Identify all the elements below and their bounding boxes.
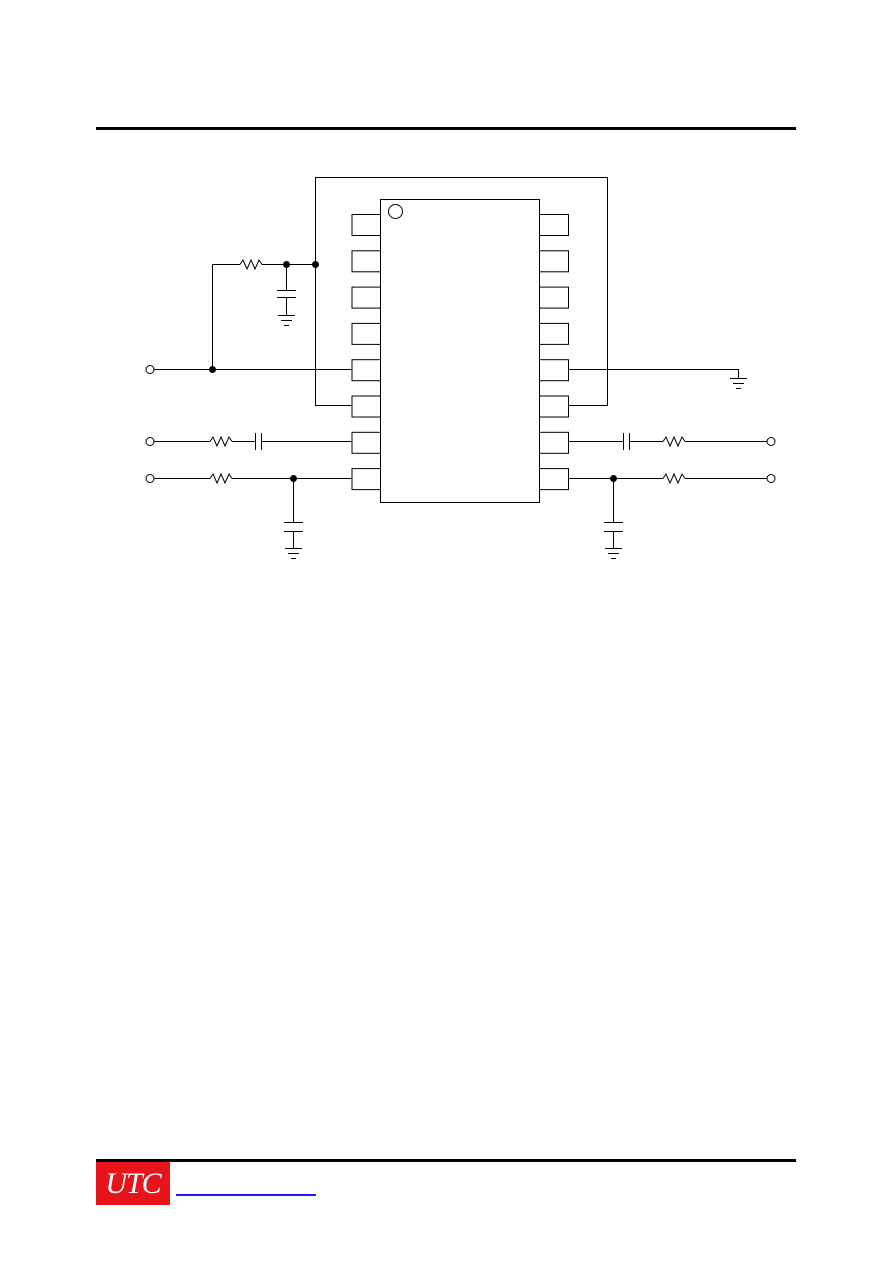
junction-dot [209,366,216,373]
left-pin-1 [351,214,381,236]
left-pin-7 [351,431,381,454]
junction-dot [312,261,319,268]
capacitor-output-2 [604,522,623,532]
utc-logo-text: UTC [105,1166,161,1200]
terminal-output-1 [766,437,776,446]
left-pin-4 [351,322,381,345]
right-pin-3 [539,286,569,309]
ground-symbol-rc [278,315,295,326]
resistor-input-2 [209,435,233,448]
right-pin-4 [539,322,569,345]
footer-rule [96,1159,796,1162]
ground-wire [569,369,739,378]
right-pin-1 [539,214,569,236]
header-rule [96,127,796,130]
utc-logo: UTC [96,1162,170,1205]
ic-body [380,199,540,503]
junction-dot [610,475,617,482]
left-pin-2 [351,250,381,273]
right-pin-2 [539,250,569,273]
pin1-marker-circle [388,204,403,219]
right-pin-8 [539,468,569,491]
terminal-input-2 [145,437,155,446]
website-link[interactable] [176,1194,316,1196]
right-pin-7 [539,431,569,454]
terminal-input-1 [145,365,155,374]
junction-dot [290,475,297,482]
resistor-rc [239,258,263,271]
capacitor-rc [277,290,296,298]
left-pin-3 [351,286,381,309]
ground-symbol-right [730,378,747,389]
resistor-output-2 [662,472,686,485]
capacitor-input-3 [284,522,303,532]
resistor-input-3 [209,472,233,485]
capacitor-output-1 [623,433,630,450]
left-pin-5 [351,359,381,382]
ic-right-pins [539,214,569,491]
left-pin-6 [351,395,381,418]
junction-dot [283,261,290,268]
ground-symbol-left [285,548,302,559]
terminal-output-2 [766,474,776,483]
rc-network-wire [212,264,240,369]
ground-symbol-bottom-right [605,548,622,559]
right-pin-6 [539,395,569,418]
capacitor-input-2 [255,433,262,450]
feedback-loop-wire [315,177,608,406]
right-pin-5 [539,359,569,382]
left-pin-8 [351,468,381,491]
ic-left-pins [351,214,381,491]
terminal-input-3 [145,474,155,483]
resistor-output-1 [662,435,686,448]
